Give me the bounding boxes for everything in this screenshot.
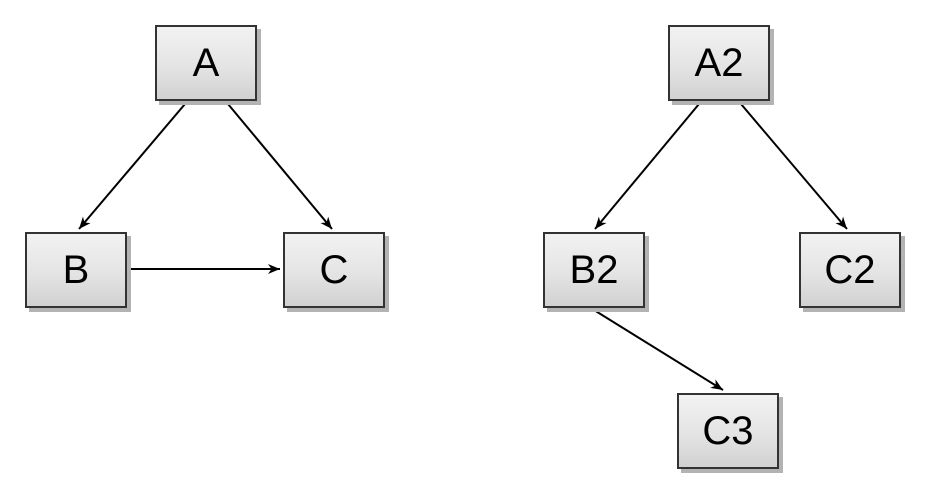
node-c2-label: C2 [824, 248, 876, 292]
node-b[interactable]: B [25, 232, 127, 308]
edge-b2-to-c3 [593, 309, 724, 391]
edge-a2-to-c2 [740, 103, 848, 230]
edge-a-to-b [78, 103, 186, 230]
node-c3[interactable]: C3 [677, 393, 779, 469]
node-b-label: B [62, 248, 90, 292]
node-b2-label: B2 [569, 248, 619, 292]
edge-a2-to-b2 [594, 103, 700, 230]
node-c2[interactable]: C2 [799, 232, 901, 308]
node-a[interactable]: A [155, 25, 257, 101]
node-b2[interactable]: B2 [543, 232, 645, 308]
node-a-label: A [192, 41, 220, 85]
node-a2[interactable]: A2 [668, 25, 770, 101]
node-c-label: C [319, 248, 349, 292]
node-a2-label: A2 [694, 41, 744, 85]
node-c3-label: C3 [702, 409, 754, 453]
edge-a-to-c [227, 103, 333, 230]
node-c[interactable]: C [283, 232, 385, 308]
